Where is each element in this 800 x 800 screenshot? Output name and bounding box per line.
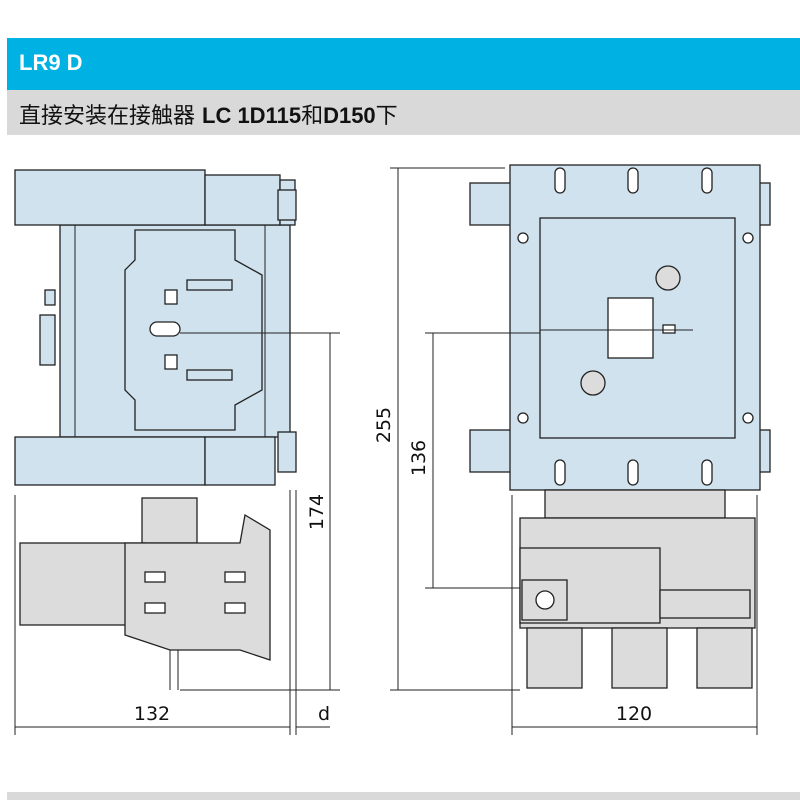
- subtitle-conj: 和: [301, 104, 324, 129]
- dim-132: 132: [134, 703, 170, 725]
- front-view-contactor: [469, 164, 771, 491]
- subtitle-bar: 直接安装在接触器 LC 1D115和D150下: [7, 90, 800, 135]
- header-bar: LR9 D: [7, 38, 800, 90]
- dimension-lines: [14, 167, 758, 735]
- subtitle-model: LC 1D115: [202, 103, 302, 128]
- subtitle-suffix: 下: [375, 104, 398, 129]
- subtitle-model2: D150: [323, 103, 376, 128]
- dim-136: 136: [408, 440, 430, 476]
- dim-d: d: [318, 703, 330, 725]
- footer-bar: [7, 792, 800, 800]
- side-view-contactor: [14, 169, 297, 486]
- dim-255: 255: [373, 407, 395, 443]
- front-view-relay: [519, 489, 756, 689]
- header-title: LR9 D: [19, 50, 83, 75]
- subtitle-prefix: 直接安装在接触器: [19, 104, 202, 129]
- side-view-relay: [19, 497, 271, 690]
- dim-120: 120: [616, 703, 652, 725]
- subtitle-text: 直接安装在接触器 LC 1D115和D150下: [19, 98, 398, 130]
- dim-174: 174: [306, 494, 328, 530]
